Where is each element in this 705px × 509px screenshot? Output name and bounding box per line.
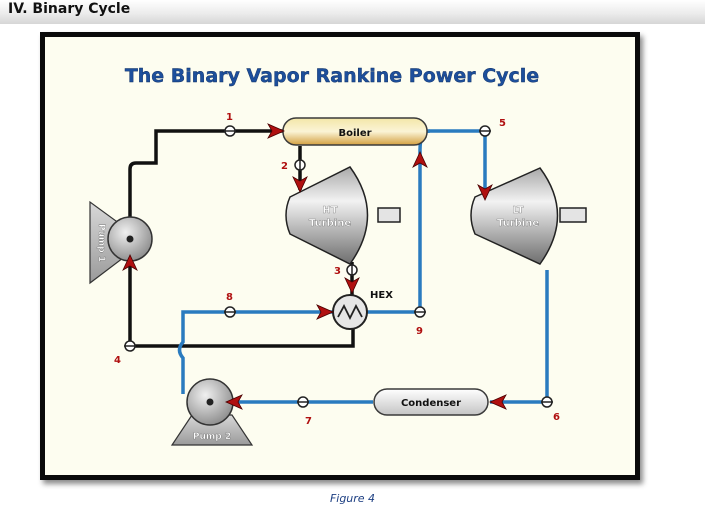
condenser-body (373, 388, 489, 416)
section-title: IV. Binary Cycle (8, 1, 131, 17)
pump-2-hub (206, 398, 214, 406)
hex: HEX (332, 290, 393, 330)
state-6-label: 6 (553, 412, 560, 423)
lt-turbine-body (470, 167, 559, 265)
arrow-into-hex-top (344, 277, 360, 294)
pipe-hex-out-to-4 (128, 262, 355, 348)
ht-turbine-body (285, 166, 369, 265)
boiler-label: Boiler (338, 128, 371, 139)
arrow-into-boiler-bottom (412, 151, 428, 168)
pipe-5 (425, 129, 487, 198)
pump-1-label: Pump 1 (96, 224, 106, 262)
hex-body (332, 294, 368, 330)
state-7-label: 7 (305, 416, 312, 427)
pump-2-base (170, 414, 254, 446)
condenser-label: Condenser (401, 398, 461, 409)
bottom-loop-pipes (177, 129, 549, 404)
arrow-into-pump-1 (122, 254, 138, 271)
pump-2: Pump 2 (170, 378, 254, 446)
pipe-1 (128, 129, 288, 239)
lt-turbine-shaft (559, 207, 587, 223)
state-4-label: 4 (114, 355, 121, 366)
arrow-into-lt-turbine (477, 184, 493, 201)
arrow-into-condenser (489, 394, 507, 410)
ht-turbine-label-1: HT (322, 205, 337, 216)
state-3-label: 3 (334, 266, 341, 277)
arrow-into-pump-2 (225, 394, 243, 410)
state-5-label: 5 (499, 118, 506, 129)
boiler: Boiler (282, 117, 428, 146)
diagram-title: The Binary Vapor Rankine Power Cycle (125, 65, 539, 87)
arrow-into-ht-turbine (292, 176, 308, 193)
state-9-label: 9 (416, 326, 423, 337)
pipe-8 (177, 310, 333, 394)
state-2-label: 2 (281, 161, 288, 172)
figure-caption: Figure 4 (329, 492, 376, 505)
state-8-label: 8 (226, 292, 233, 303)
flow-arrows (122, 123, 507, 410)
state-point-labels: 1 2 3 4 5 6 7 8 9 (114, 112, 560, 427)
state-point-ticks (124, 130, 553, 403)
lt-turbine: LT Turbine (470, 167, 587, 265)
arrow-into-boiler (267, 123, 285, 139)
pump-2-label: Pump 2 (193, 432, 231, 442)
ht-turbine-label-2: Turbine (309, 218, 351, 229)
pump-1-hub (126, 235, 134, 243)
hex-coil (337, 304, 363, 321)
ht-turbine-shaft (377, 207, 401, 223)
ht-turbine: HT Turbine (285, 166, 401, 265)
lt-turbine-label-2: Turbine (497, 218, 539, 229)
pump-1: Pump 1 (89, 200, 153, 285)
hex-label: HEX (370, 290, 393, 301)
header-bar (0, 0, 705, 24)
pipe-6 (490, 270, 549, 404)
lt-turbine-label-1: LT (512, 205, 524, 216)
arrow-into-hex-side (316, 304, 334, 320)
state-1-label: 1 (226, 112, 233, 123)
condenser: Condenser (373, 388, 489, 416)
